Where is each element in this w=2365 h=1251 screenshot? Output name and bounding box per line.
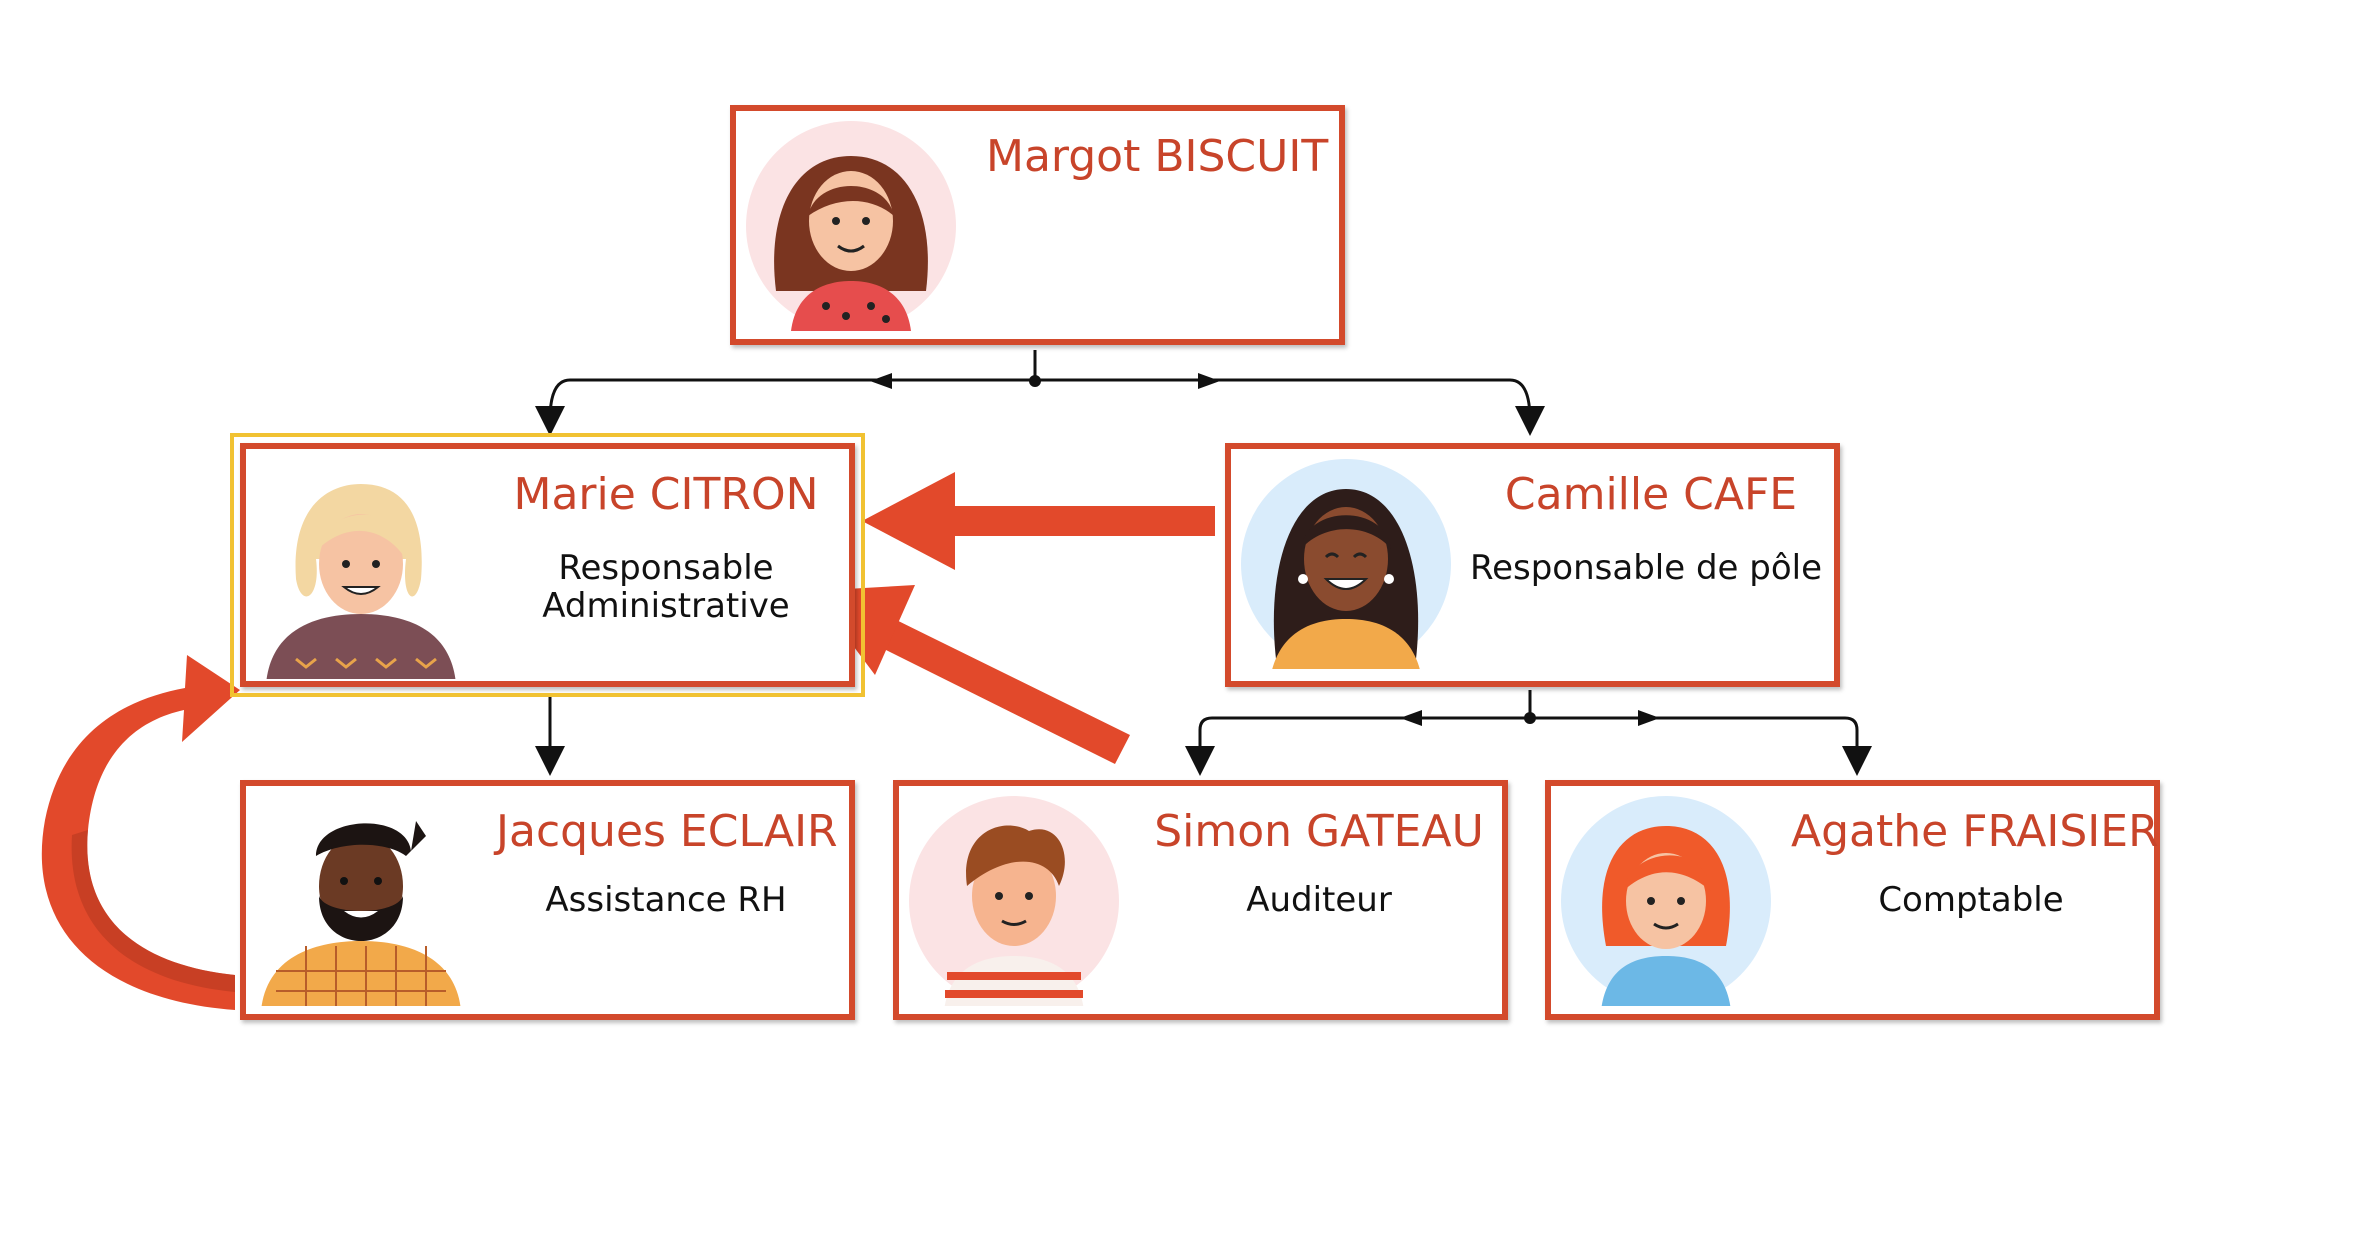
person-role: Responsable de pôle xyxy=(1469,548,1823,588)
mid-arrow-right xyxy=(1198,373,1220,389)
red-curved-arrow-jacques-to-marie xyxy=(41,655,240,1010)
avatar-woman-dark-icon xyxy=(1241,459,1451,669)
connector-camille-to-level3 xyxy=(1185,690,1872,776)
person-name: Camille CAFE xyxy=(1504,469,1798,520)
connector-margot-to-level2 xyxy=(535,350,1545,436)
card-jacques-eclair[interactable]: Jacques ECLAIR Assistance RH xyxy=(240,780,855,1020)
person-role: Auditeur xyxy=(1246,880,1392,920)
person-role-line1: Responsable xyxy=(558,548,774,588)
card-camille-cafe[interactable]: Camille CAFE Responsable de pôle xyxy=(1225,443,1840,687)
avatar-woman-blonde-icon xyxy=(266,484,456,679)
person-name: Jacques ECLAIR xyxy=(496,806,838,857)
person-name: Simon GATEAU xyxy=(1154,806,1484,857)
red-arrow-camille-to-marie xyxy=(862,472,1215,570)
mid-arrow-left xyxy=(870,373,892,389)
mid-arrow-right-2 xyxy=(1638,710,1660,726)
card-simon-gateau[interactable]: Simon GATEAU Auditeur xyxy=(893,780,1508,1020)
avatar-man-striped-shirt-icon xyxy=(909,796,1119,1006)
person-name: Marie CITRON xyxy=(513,469,819,520)
mid-arrow-left-2 xyxy=(1400,710,1422,726)
junction-dot-2 xyxy=(1524,712,1536,724)
avatar-woman-brown-hair-icon xyxy=(746,121,956,331)
person-name: Agathe FRAISIER xyxy=(1791,806,2159,857)
person-role: Assistance RH xyxy=(545,880,787,920)
card-marie-citron[interactable]: Marie CITRON Responsable Administrative xyxy=(230,433,865,697)
avatar-man-beard-icon xyxy=(261,821,461,1006)
junction-dot xyxy=(1029,375,1041,387)
person-role-line2: Administrative xyxy=(542,586,790,626)
card-agathe-fraisier[interactable]: Agathe FRAISIER Comptable xyxy=(1545,780,2160,1020)
card-margot-biscuit[interactable]: Margot BISCUIT xyxy=(730,105,1345,345)
person-name: Margot BISCUIT xyxy=(986,131,1329,182)
person-role: Comptable xyxy=(1878,880,2064,920)
red-arrow-simon-to-marie xyxy=(812,585,1130,764)
avatar-woman-red-hair-icon xyxy=(1561,796,1771,1006)
